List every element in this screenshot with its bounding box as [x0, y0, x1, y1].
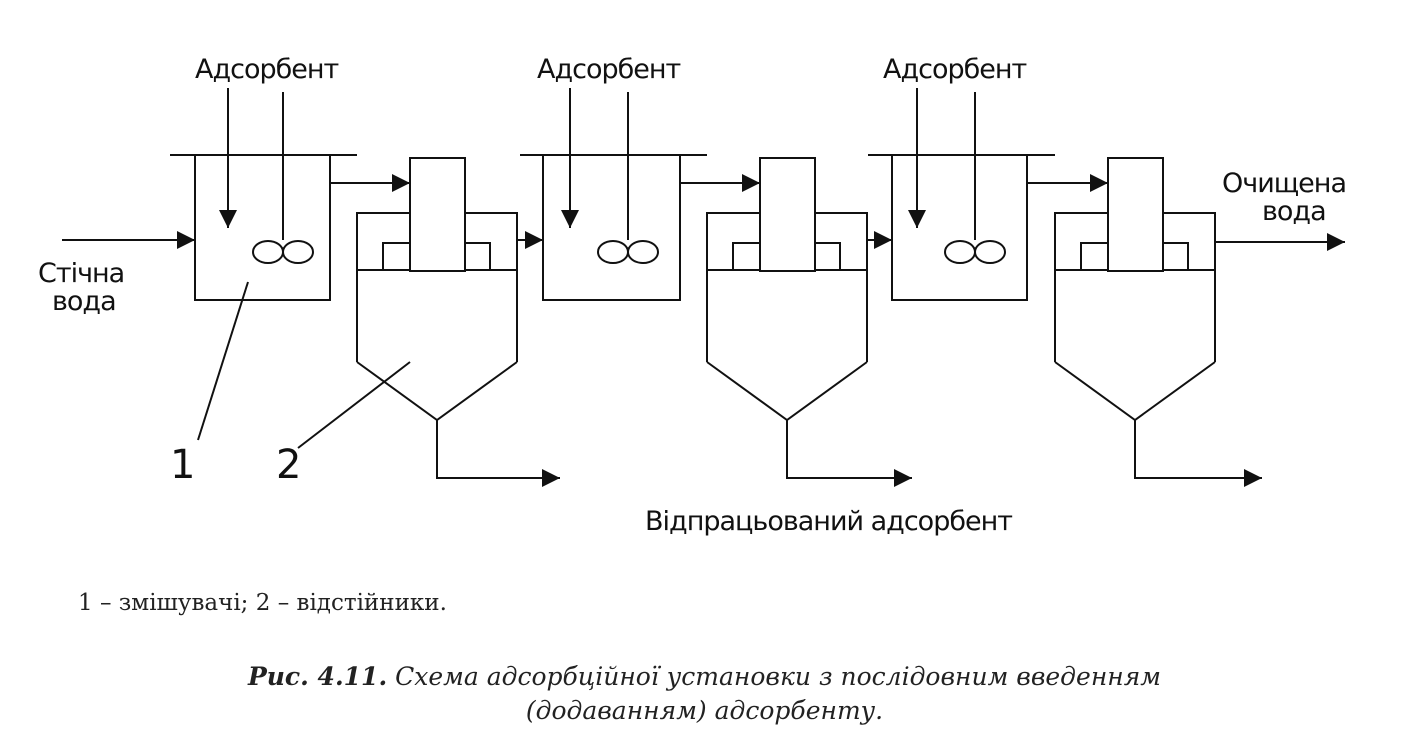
number-label-settler: 2: [276, 442, 301, 488]
leader-line-settler: [297, 361, 411, 449]
stirrer-blade-icon: [252, 240, 284, 264]
mixer-2: [520, 88, 760, 301]
sludge-outlet-arrow-1: [436, 420, 560, 487]
adsorbent-label-3: Адсорбент: [883, 54, 1027, 85]
stirrer-blade-icon: [627, 240, 659, 264]
waste-water-label-line2: вода: [52, 286, 116, 317]
caption-title-line1: Схема адсорбційної установки з послідовн…: [395, 662, 1162, 691]
settler-1: [356, 157, 560, 487]
settler-3: [1054, 157, 1345, 487]
figure-caption: Рис. 4.11. Схема адсорбційної установки …: [0, 660, 1409, 728]
caption-title-line2: (додаванням) адсорбенту.: [525, 696, 884, 725]
adsorbent-label-1: Адсорбент: [195, 54, 339, 85]
sludge-outlet-arrow-2: [786, 420, 912, 487]
number-label-mixer: 1: [170, 442, 195, 488]
stirrer-blade-icon: [282, 240, 314, 264]
leader-line-mixer: [197, 281, 249, 441]
stage-2: [520, 88, 912, 487]
mixer-3: [868, 88, 1108, 301]
stage-1: [62, 88, 560, 487]
stirrer-blade-icon: [974, 240, 1006, 264]
adsorbent-label-2: Адсорбент: [537, 54, 681, 85]
clean-water-label-line2: вода: [1262, 196, 1326, 227]
figure-label: Рис. 4.11.: [247, 662, 388, 691]
clean-water-label-line1: Очищена: [1222, 168, 1346, 199]
adsorption-scheme-diagram: Адсорбент Адсорбент Адсорбент Стічна вод…: [38, 54, 1347, 537]
sludge-outlet-arrow-3: [1134, 420, 1262, 487]
mixer-1: [62, 88, 410, 301]
stirrer-blade-icon: [944, 240, 976, 264]
stage-3: [868, 88, 1345, 487]
stirrer-blade-icon: [597, 240, 629, 264]
spent-adsorbent-label: Відпрацьований адсорбент: [645, 506, 1012, 537]
caption-line-1: Рис. 4.11. Схема адсорбційної установки …: [0, 660, 1409, 694]
legend: 1 – змішувачі; 2 – відстійники.: [78, 590, 447, 616]
settler-2: [706, 157, 912, 487]
waste-water-label-line1: Стічна: [38, 258, 124, 289]
